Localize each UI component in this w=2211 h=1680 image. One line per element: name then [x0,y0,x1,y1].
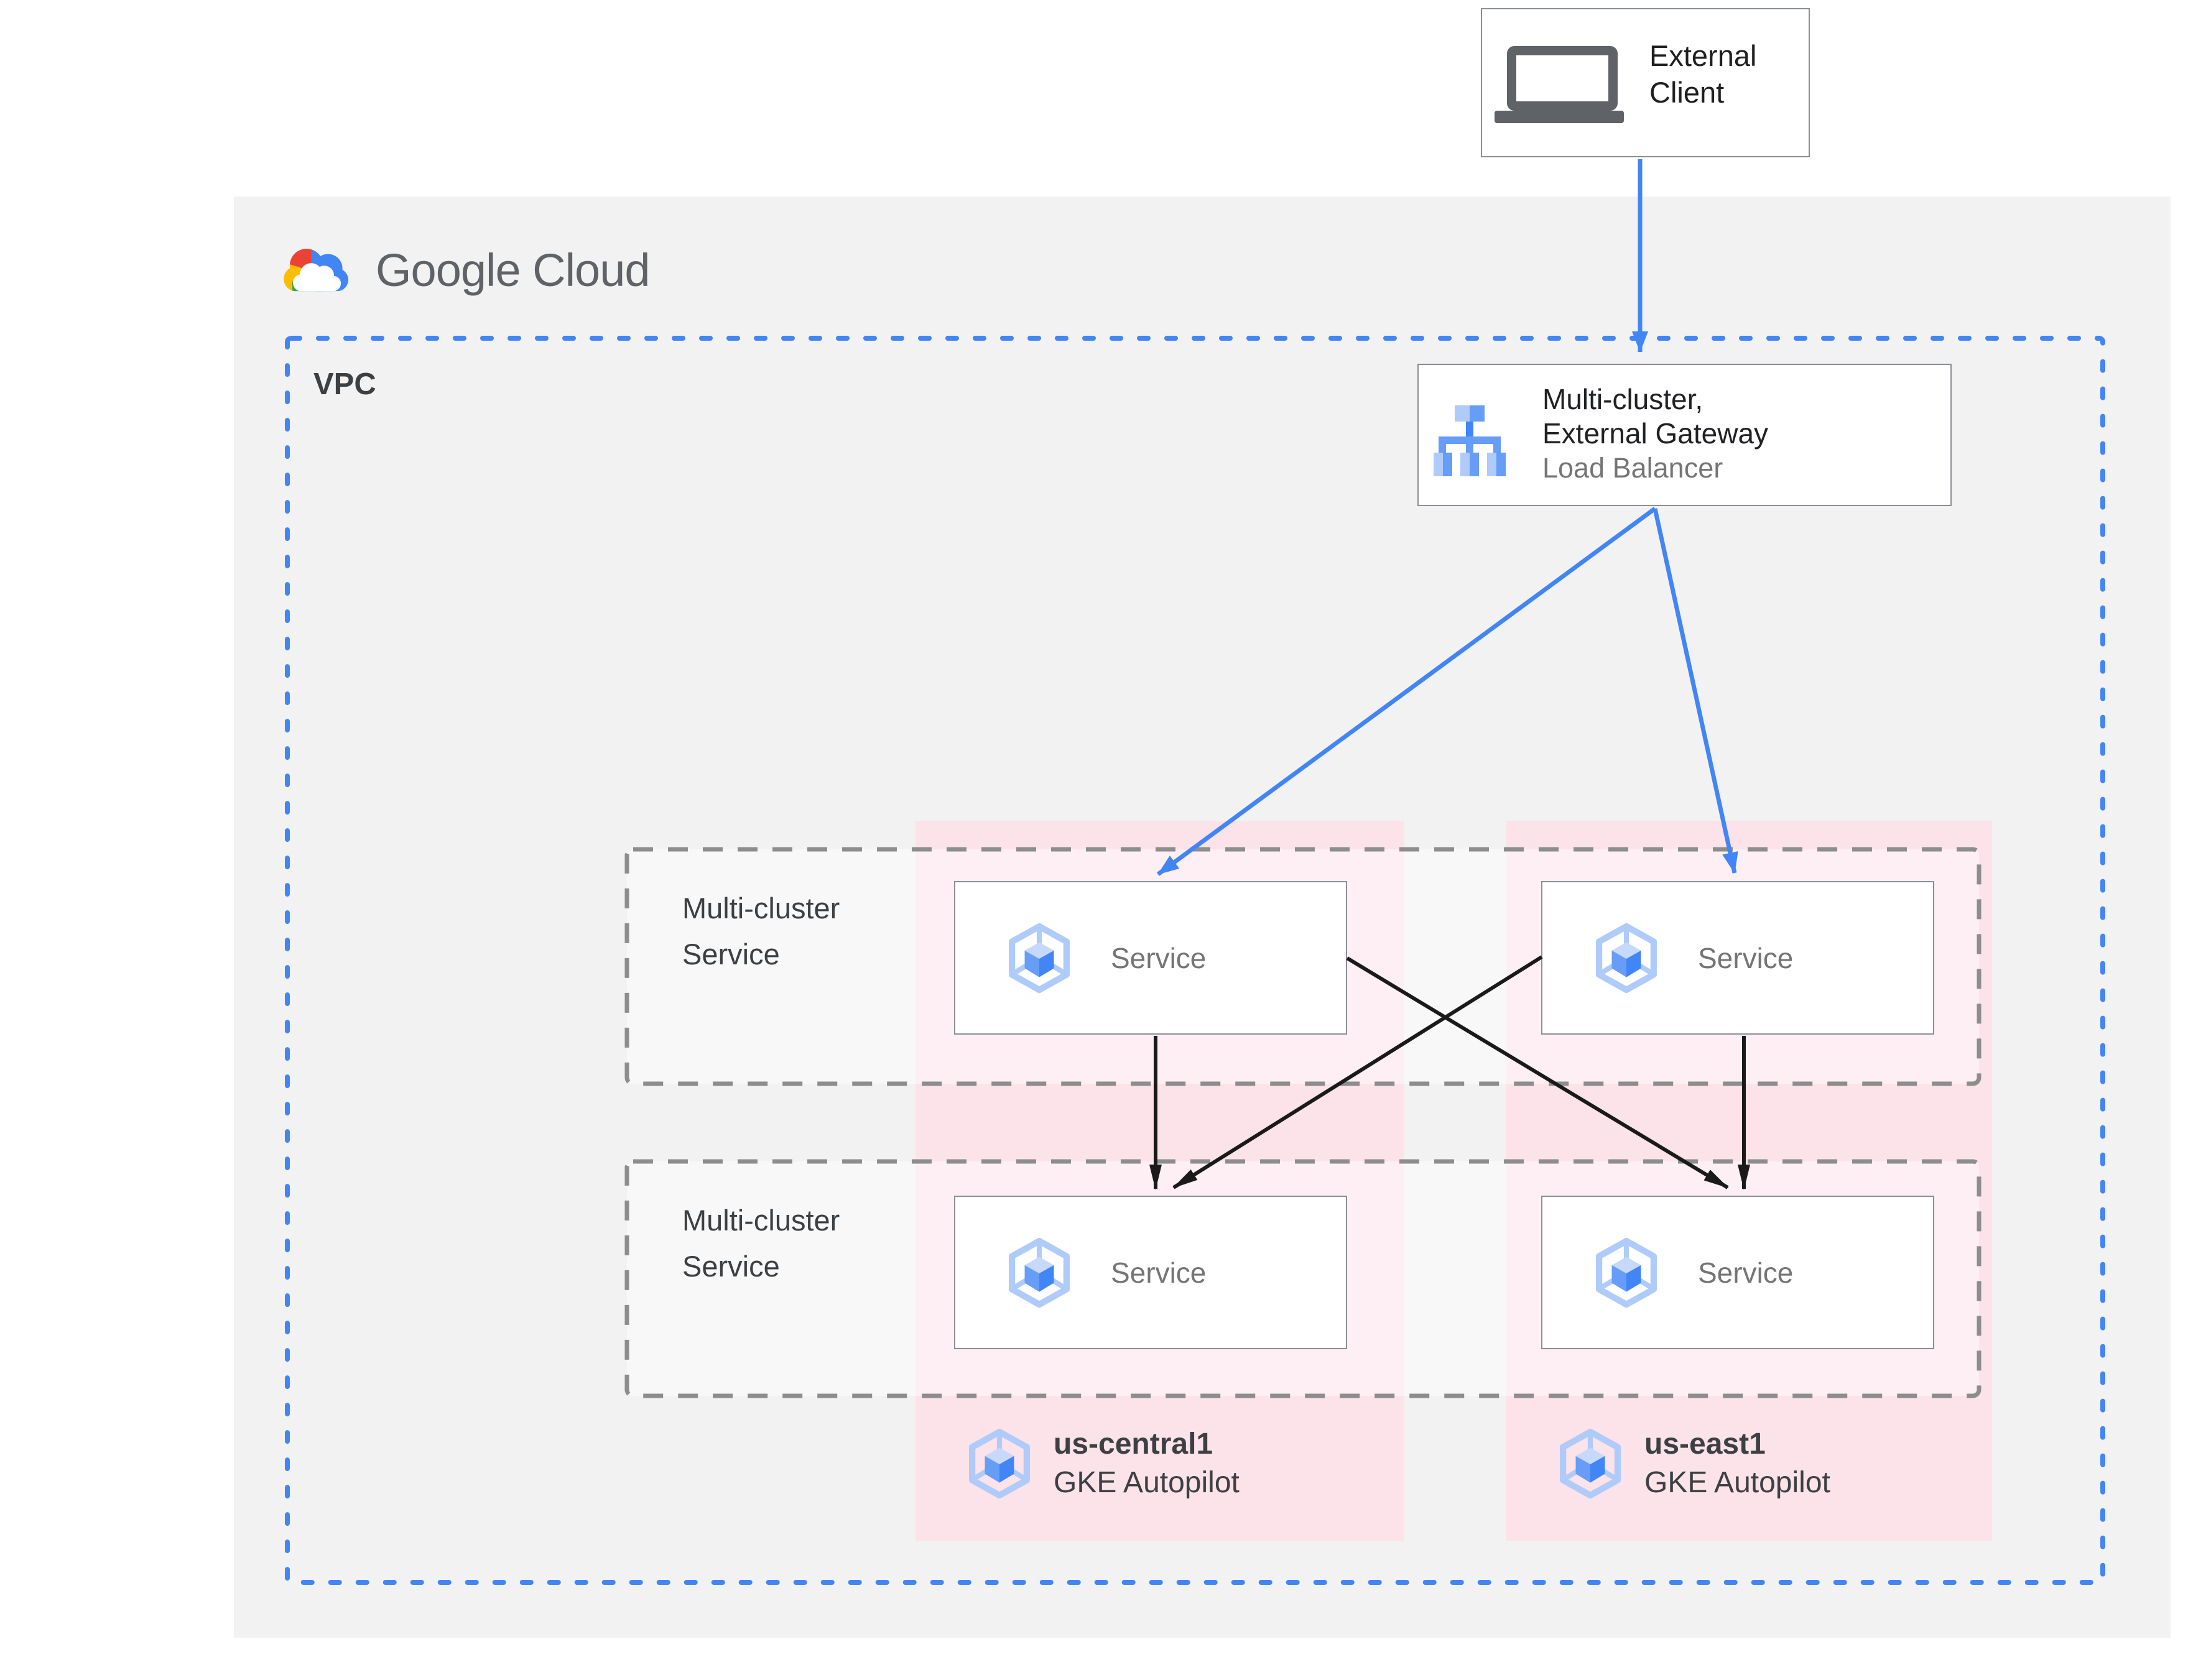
load-balancer-text: Multi-cluster, External Gateway Load Bal… [1542,382,1768,485]
service-label: Service [1111,1256,1207,1289]
gke-autopilot-icon [1560,1428,1621,1499]
laptop-icon-base [1495,111,1624,123]
region-platform: GKE Autopilot [1644,1466,1830,1499]
multicluster-service-row2-label: Multi-cluster Service [682,1204,840,1283]
gke-service-icon [1009,923,1070,993]
laptop-icon [1507,46,1618,111]
load-balancer-icon [1434,405,1506,476]
google-cloud-cloud-icon [284,249,349,292]
gke-service-icon [1596,923,1657,993]
load-balancer-node [1417,364,1952,506]
service-node-us-central1-row2: Service [954,1196,1347,1349]
service-label: Service [1111,941,1207,974]
service-node-us-east1-row1: Service [1541,881,1934,1035]
gke-autopilot-icon [969,1428,1030,1499]
service-label: Service [1698,941,1794,974]
load-balancer-subtitle: Load Balancer [1542,452,1723,484]
load-balancer-title-line2: External Gateway [1542,417,1769,450]
region-name: us-east1 [1644,1428,1766,1461]
service-node-us-east1-row2: Service [1541,1196,1934,1349]
gke-service-icon [1596,1237,1657,1308]
region-platform: GKE Autopilot [1054,1466,1240,1499]
vpc-label: VPC [313,367,376,401]
region-name: us-central1 [1054,1428,1213,1461]
multicluster-service-row1-label: Multi-cluster Service [682,892,840,971]
region-us-east1: us-east1 GKE Autopilot [1559,1425,1830,1502]
google-cloud-logo-text: Google Cloud [376,244,651,296]
gke-service-icon [1009,1237,1070,1308]
service-node-us-central1-row1: Service [954,881,1347,1035]
load-balancer-title-line1: Multi-cluster, [1542,383,1703,415]
region-us-central1: us-central1 GKE Autopilot [968,1425,1240,1502]
google-cloud-logo: Google Cloud [279,233,739,307]
service-label: Service [1698,1256,1794,1289]
external-client-label: External Client [1649,39,1757,109]
